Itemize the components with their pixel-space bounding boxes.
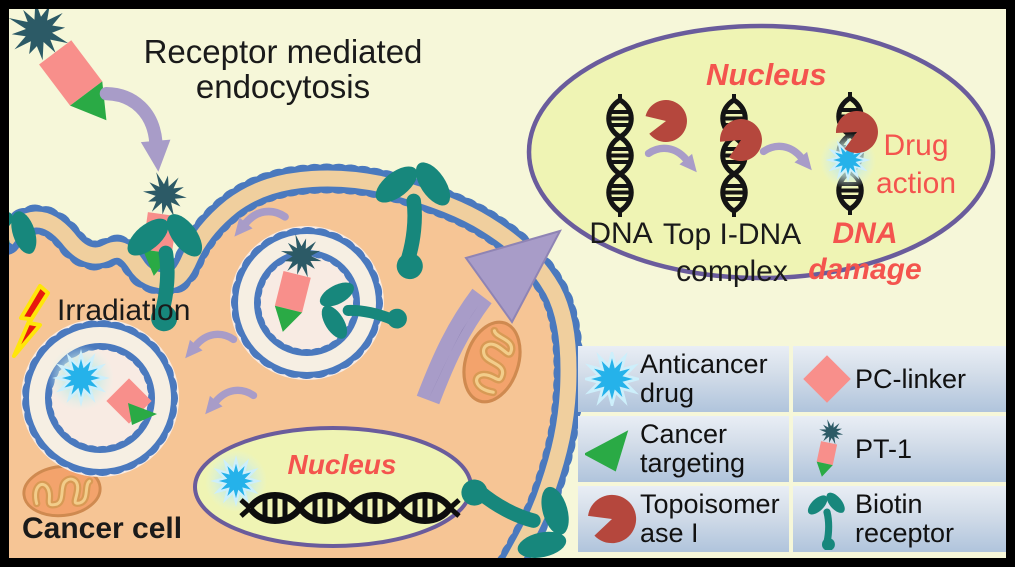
top-i-dna-complex-label: Top I-DNA complex	[662, 218, 802, 288]
legend-label: Anticancer drug	[640, 349, 768, 408]
anticancer-drug-icon	[584, 349, 640, 409]
topoisomerase-icon	[584, 489, 640, 549]
legend-item-biotin-receptor: Biotin receptor	[793, 486, 1008, 552]
legend-label: PC-linker	[855, 363, 967, 394]
inset-nucleus-label: Nucleus	[706, 57, 827, 92]
irradiated-vesicle	[21, 319, 179, 477]
legend-item-pt1: PT-1	[793, 416, 1008, 482]
dna-damage-label: DNA damage	[808, 217, 922, 286]
legend: Anticancer drug PC-linker Cancer targeti…	[578, 346, 1008, 552]
legend-label: Cancer targeting	[640, 419, 746, 478]
to-nucleus-arrow	[416, 229, 562, 405]
pt1-conjugate-icon	[0, 0, 130, 139]
cancer-cell-label: Cancer cell	[22, 512, 183, 545]
legend-item-topoisomerase: Topoisomer ase I	[578, 486, 789, 552]
cancer-targeting-icon	[584, 419, 640, 479]
nucleus-inset	[526, 23, 996, 281]
legend-item-pc-linker: PC-linker	[793, 346, 1008, 412]
legend-label: Topoisomer ase I	[640, 489, 780, 548]
legend-label: PT-1	[855, 433, 913, 464]
dna-label: DNA	[589, 217, 653, 250]
legend-label: Biotin receptor	[855, 489, 955, 548]
drug-action-label: Drug action	[875, 129, 957, 200]
irradiation-label: Irradiation	[57, 294, 191, 327]
legend-item-cancer-targeting: Cancer targeting	[578, 416, 789, 482]
lightning-bolt-icon	[12, 284, 50, 358]
cancer-targeting-icon	[128, 403, 157, 425]
endosome-vesicle	[230, 226, 413, 380]
pc-linker-icon	[799, 349, 855, 409]
biotin-receptor-icon	[799, 489, 855, 549]
cell-membrane-core	[0, 170, 577, 567]
cell-nucleus-label: Nucleus	[287, 449, 397, 480]
figure-title: Receptor mediated endocytosis	[143, 33, 423, 106]
cell-nucleus	[193, 426, 473, 548]
pt1-icon	[799, 419, 855, 479]
legend-item-anticancer-drug: Anticancer drug	[578, 346, 789, 412]
dna-helix	[609, 94, 632, 217]
